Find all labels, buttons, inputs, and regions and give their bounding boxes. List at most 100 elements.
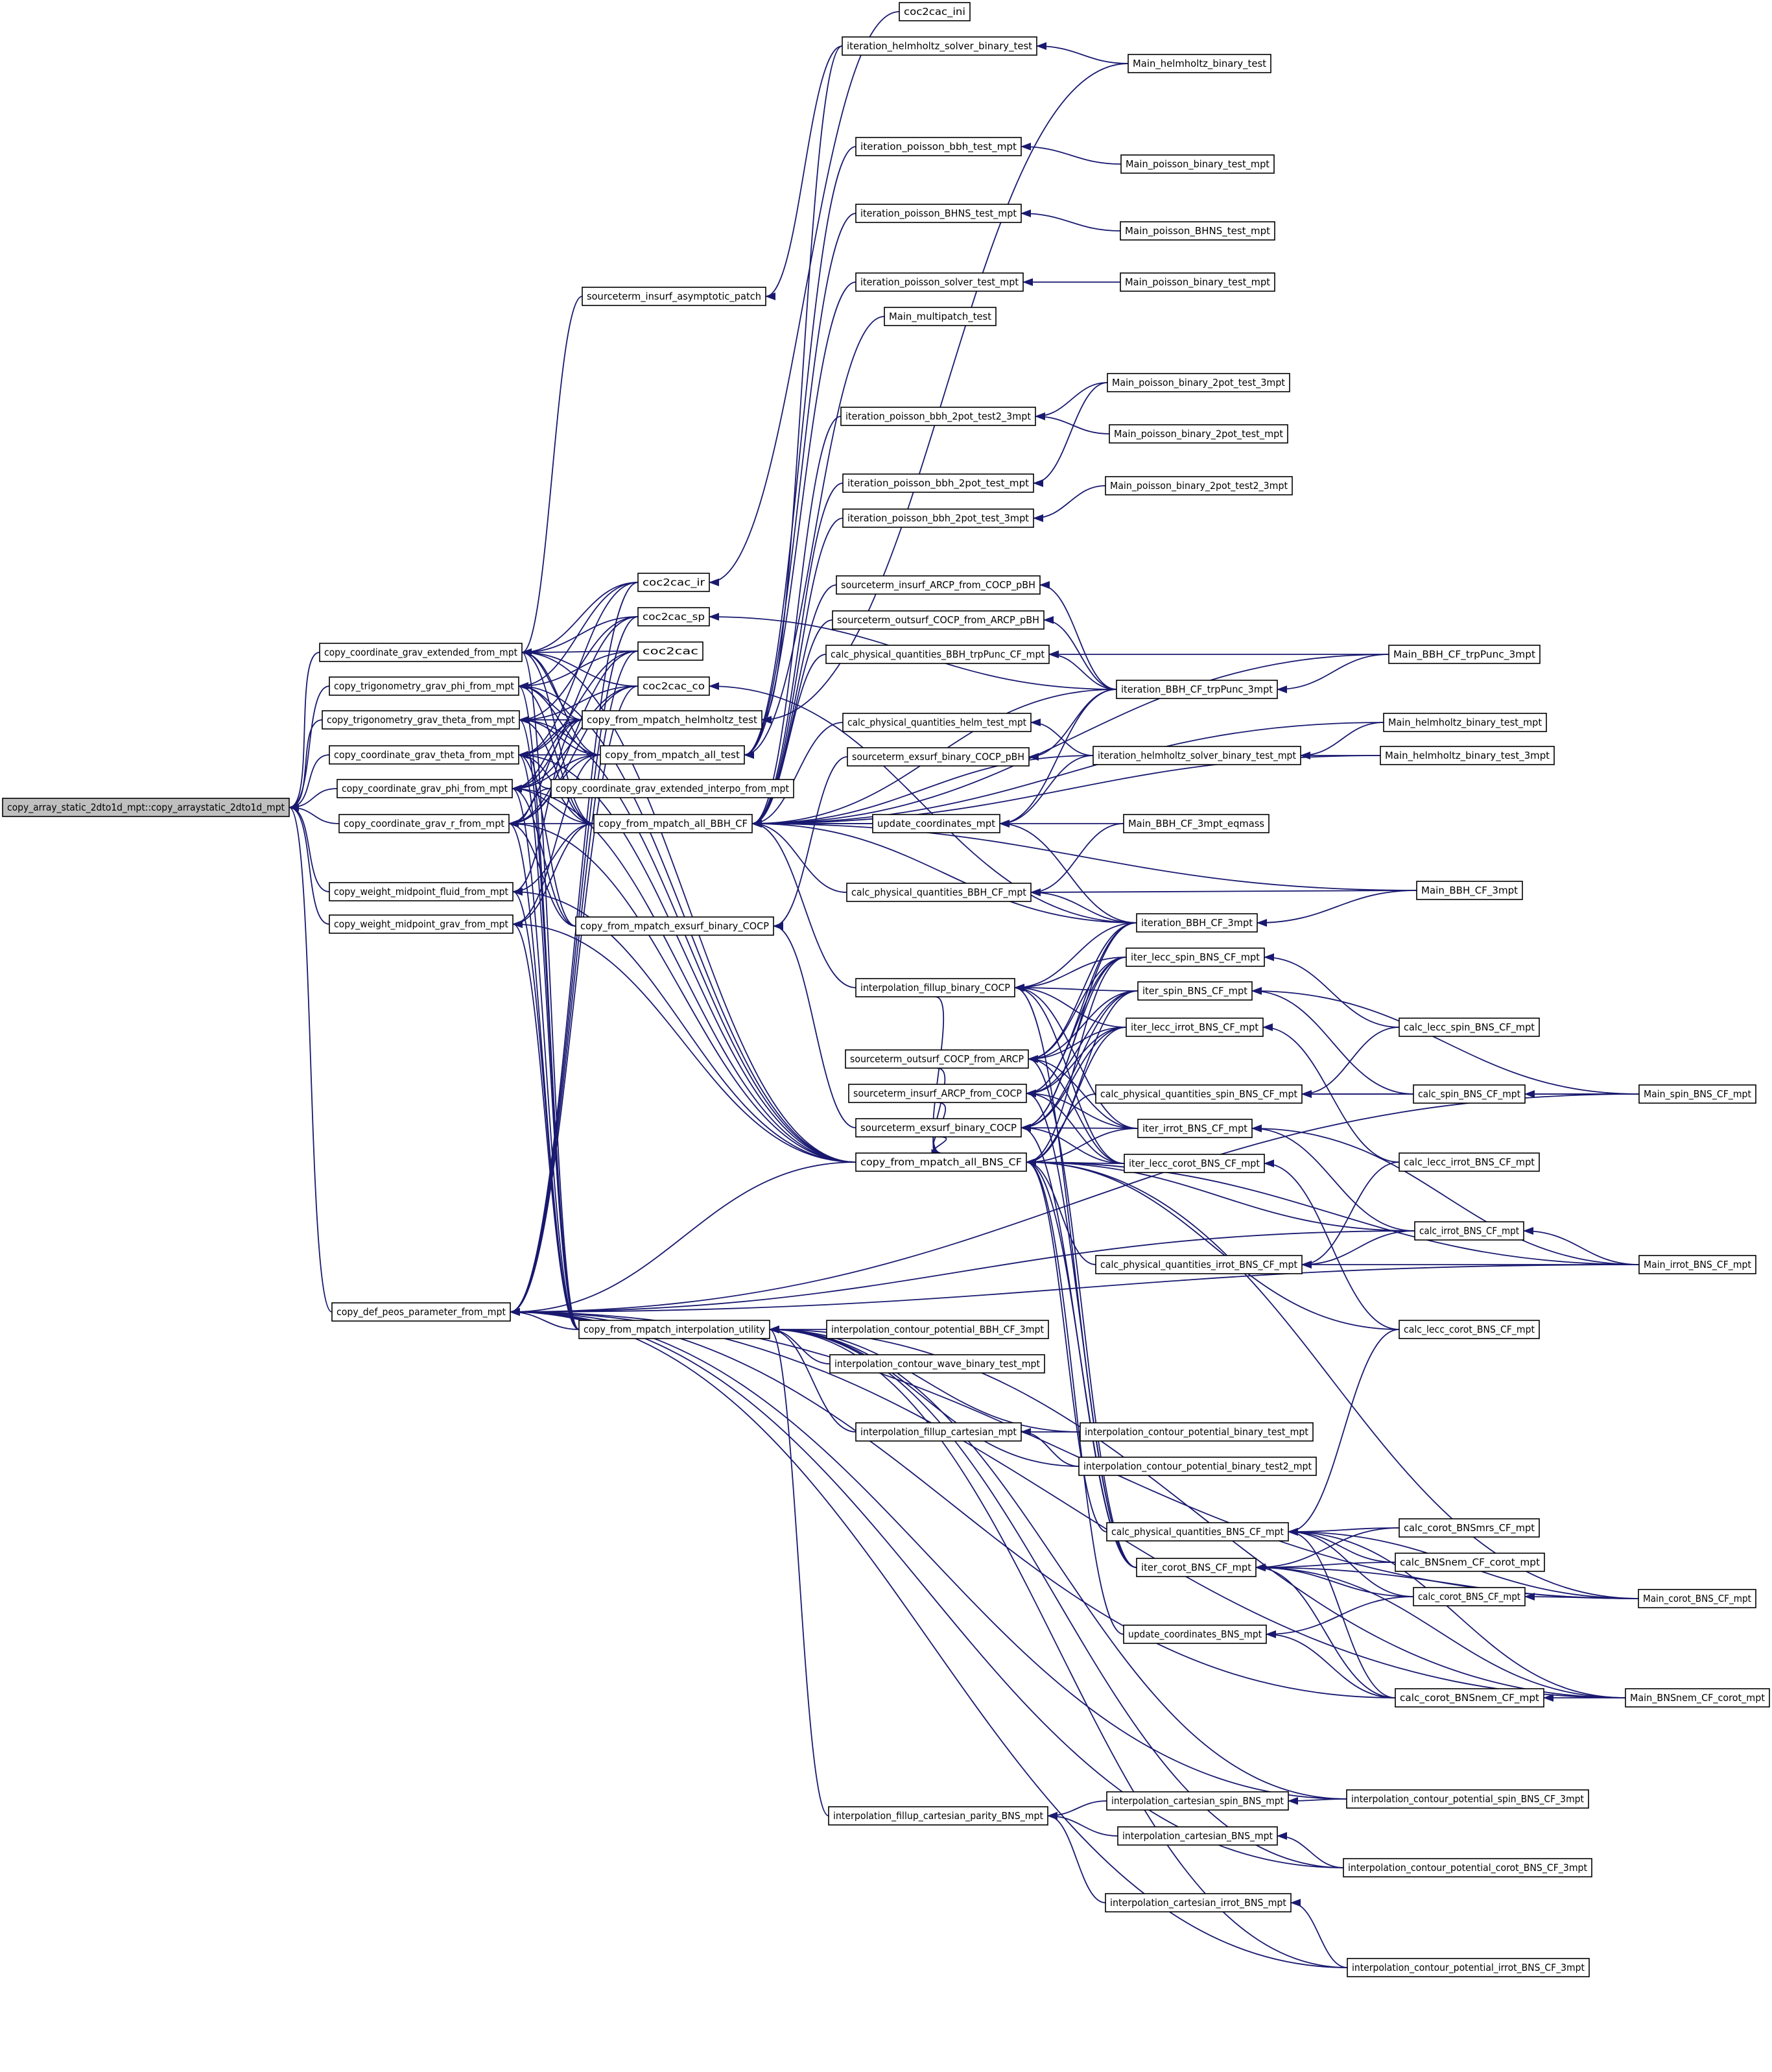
- function-node[interactable]: copy_weight_midpoint_fluid_from_mpt: [329, 882, 514, 901]
- function-node[interactable]: copy_from_mpatch_all_test: [600, 745, 745, 765]
- function-node[interactable]: calc_physical_quantities_helm_test_mpt: [842, 713, 1032, 732]
- function-node[interactable]: copy_def_peos_parameter_from_mpt: [331, 1302, 511, 1322]
- function-node[interactable]: iteration_poisson_bbh_2pot_test_3mpt: [842, 508, 1034, 528]
- function-node[interactable]: Main_BBH_CF_3mpt: [1416, 881, 1523, 900]
- function-node[interactable]: iteration_poisson_bbh_test_mpt: [855, 137, 1022, 156]
- function-node[interactable]: copy_from_mpatch_all_BNS_CF: [855, 1152, 1027, 1172]
- function-node[interactable]: copy_trigonometry_grav_phi_from_mpt: [329, 676, 519, 696]
- function-node[interactable]: copy_from_mpatch_all_BBH_CF: [593, 814, 753, 833]
- function-node[interactable]: calc_corot_BNSnem_CF_mpt: [1395, 1688, 1544, 1708]
- function-node[interactable]: Main_poisson_BHNS_test_mpt: [1120, 221, 1275, 241]
- function-node[interactable]: interpolation_contour_potential_binary_t…: [1078, 1457, 1317, 1476]
- function-node[interactable]: Main_corot_BNS_CF_mpt: [1638, 1589, 1756, 1608]
- function-node[interactable]: calc_physical_quantities_irrot_BNS_CF_mp…: [1095, 1255, 1303, 1274]
- function-node[interactable]: iter_lecc_irrot_BNS_CF_mpt: [1126, 1018, 1264, 1037]
- function-node[interactable]: calc_lecc_irrot_BNS_CF_mpt: [1399, 1152, 1540, 1172]
- function-node[interactable]: calc_physical_quantities_spin_BNS_CF_mpt: [1095, 1084, 1303, 1104]
- function-node[interactable]: calc_irrot_BNS_CF_mpt: [1414, 1221, 1524, 1241]
- function-node[interactable]: interpolation_cartesian_spin_BNS_mpt: [1106, 1791, 1289, 1811]
- function-node[interactable]: sourceterm_insurf_ARCP_from_COCP_pBH: [836, 575, 1041, 595]
- function-node[interactable]: copy_coordinate_grav_r_from_mpt: [338, 814, 510, 833]
- function-node[interactable]: copy_coordinate_grav_phi_from_mpt: [337, 779, 513, 798]
- function-node[interactable]: interpolation_cartesian_irrot_BNS_mpt: [1105, 1893, 1292, 1912]
- function-node[interactable]: sourceterm_outsurf_COCP_from_ARCP_pBH: [832, 610, 1045, 630]
- function-node[interactable]: iter_corot_BNS_CF_mpt: [1136, 1558, 1257, 1577]
- function-node[interactable]: Main_helmholtz_binary_test_mpt: [1383, 713, 1547, 732]
- node-label: interpolation_cartesian_spin_BNS_mpt: [1111, 1795, 1284, 1807]
- function-node[interactable]: update_coordinates_BNS_mpt: [1123, 1625, 1267, 1644]
- function-node[interactable]: Main_helmholtz_binary_test_3mpt: [1380, 746, 1555, 765]
- function-node[interactable]: sourceterm_insurf_ARCP_from_COCP: [848, 1084, 1027, 1103]
- function-node[interactable]: sourceterm_exsurf_binary_COCP: [855, 1118, 1022, 1137]
- function-node[interactable]: interpolation_contour_potential_spin_BNS…: [1346, 1789, 1589, 1809]
- function-node[interactable]: iteration_BBH_CF_trpPunc_3mpt: [1116, 680, 1278, 699]
- function-node[interactable]: sourceterm_insurf_asymptotic_patch: [582, 287, 766, 306]
- function-node[interactable]: copy_from_mpatch_interpolation_utility: [578, 1320, 770, 1339]
- function-node[interactable]: iteration_poisson_solver_test_mpt: [855, 272, 1024, 292]
- function-node[interactable]: Main_poisson_binary_2pot_test_3mpt: [1107, 373, 1290, 392]
- function-node[interactable]: calc_lecc_corot_BNS_CF_mpt: [1399, 1320, 1540, 1339]
- function-node[interactable]: Main_poisson_binary_2pot_test_mpt: [1109, 424, 1288, 444]
- node-box: [855, 272, 1024, 292]
- function-node[interactable]: iter_irrot_BNS_CF_mpt: [1137, 1119, 1253, 1138]
- function-node[interactable]: coc2cac: [637, 641, 703, 661]
- function-node[interactable]: Main_BNSnem_CF_corot_mpt: [1625, 1688, 1770, 1708]
- function-node[interactable]: coc2cac_co: [637, 676, 710, 696]
- function-node[interactable]: copy_from_mpatch_exsurf_binary_COCP: [575, 916, 774, 936]
- function-node[interactable]: Main_BBH_CF_trpPunc_3mpt: [1388, 645, 1541, 664]
- function-node[interactable]: Main_irrot_BNS_CF_mpt: [1638, 1255, 1756, 1274]
- function-node[interactable]: interpolation_contour_potential_irrot_BN…: [1347, 1958, 1590, 1977]
- function-node[interactable]: iteration_poisson_bbh_2pot_test2_3mpt: [840, 407, 1036, 426]
- function-node[interactable]: copy_coordinate_grav_theta_from_mpt: [329, 745, 519, 765]
- function-node[interactable]: iteration_helmholtz_solver_binary_test: [842, 36, 1037, 56]
- function-node[interactable]: calc_corot_BNSmrs_CF_mpt: [1399, 1518, 1540, 1538]
- function-node[interactable]: calc_spin_BNS_CF_mpt: [1413, 1084, 1526, 1104]
- node-box: [600, 745, 745, 765]
- function-node[interactable]: iteration_poisson_bbh_2pot_test_mpt: [842, 473, 1034, 493]
- function-node[interactable]: calc_BNSnem_CF_corot_mpt: [1395, 1553, 1545, 1572]
- function-node[interactable]: iter_lecc_spin_BNS_CF_mpt: [1126, 947, 1265, 967]
- function-node[interactable]: iteration_poisson_BHNS_test_mpt: [855, 204, 1022, 223]
- function-node[interactable]: interpolation_contour_wave_binary_test_m…: [829, 1354, 1045, 1374]
- function-node[interactable]: Main_poisson_binary_2pot_test2_3mpt: [1105, 476, 1293, 495]
- node-label: sourceterm_insurf_ARCP_from_COCP: [853, 1088, 1022, 1100]
- function-node[interactable]: coc2cac_sp: [637, 607, 710, 626]
- function-node[interactable]: copy_trigonometry_grav_theta_from_mpt: [322, 710, 520, 730]
- function-node[interactable]: iteration_helmholtz_solver_binary_test_m…: [1093, 746, 1301, 765]
- function-node[interactable]: calc_lecc_spin_BNS_CF_mpt: [1399, 1018, 1540, 1037]
- function-node[interactable]: copy_from_mpatch_helmholtz_test: [582, 710, 762, 730]
- function-node[interactable]: sourceterm_exsurf_binary_COCP_pBH: [847, 747, 1030, 767]
- function-node[interactable]: copy_coordinate_grav_extended_from_mpt: [319, 643, 523, 662]
- function-node[interactable]: Main_multipatch_test: [884, 307, 997, 326]
- call-edge: [518, 650, 639, 759]
- function-node[interactable]: interpolation_fillup_binary_COCP: [855, 978, 1015, 997]
- function-node[interactable]: interpolation_contour_potential_binary_t…: [1080, 1422, 1314, 1442]
- function-node[interactable]: calc_physical_quantities_BBH_CF_mpt: [846, 883, 1032, 902]
- function-node[interactable]: iter_lecc_corot_BNS_CF_mpt: [1124, 1154, 1265, 1173]
- function-node[interactable]: coc2cac_ir: [637, 573, 710, 592]
- node-box: [1093, 746, 1301, 765]
- function-node[interactable]: Main_helmholtz_binary_test: [1128, 54, 1271, 73]
- function-node[interactable]: Main_BBH_CF_3mpt_eqmass: [1123, 814, 1270, 833]
- function-node[interactable]: iteration_BBH_CF_3mpt: [1136, 913, 1258, 933]
- function-node[interactable]: interpolation_cartesian_BNS_mpt: [1117, 1826, 1278, 1846]
- call-edge: [510, 1308, 1347, 1800]
- function-node[interactable]: iter_spin_BNS_CF_mpt: [1137, 981, 1253, 1001]
- node-box: [1078, 1457, 1317, 1476]
- function-node[interactable]: interpolation_fillup_cartesian_mpt: [855, 1422, 1022, 1442]
- function-node[interactable]: copy_coordinate_grav_extended_interpo_fr…: [550, 779, 794, 798]
- function-node[interactable]: interpolation_contour_potential_BBH_CF_3…: [826, 1320, 1049, 1339]
- function-node[interactable]: coc2cac_ini: [899, 2, 971, 21]
- function-node[interactable]: copy_weight_midpoint_grav_from_mpt: [329, 914, 514, 934]
- function-node[interactable]: update_coordinates_mpt: [872, 814, 1000, 833]
- function-node[interactable]: calc_physical_quantities_BNS_CF_mpt: [1106, 1522, 1289, 1542]
- function-node[interactable]: calc_corot_BNS_CF_mpt: [1413, 1587, 1526, 1606]
- function-node[interactable]: Main_poisson_binary_test_mpt: [1120, 154, 1275, 174]
- root-function-node[interactable]: copy_array_static_2dto1d_mpt::copy_array…: [2, 798, 290, 817]
- function-node[interactable]: Main_poisson_binary_test_mpt: [1120, 272, 1275, 292]
- function-node[interactable]: Main_spin_BNS_CF_mpt: [1638, 1084, 1756, 1104]
- function-node[interactable]: sourceterm_outsurf_COCP_from_ARCP: [845, 1049, 1029, 1069]
- function-node[interactable]: interpolation_fillup_cartesian_parity_BN…: [828, 1806, 1048, 1826]
- function-node[interactable]: interpolation_contour_potential_corot_BN…: [1343, 1858, 1592, 1877]
- function-node[interactable]: calc_physical_quantities_BBH_trpPunc_CF_…: [825, 645, 1050, 664]
